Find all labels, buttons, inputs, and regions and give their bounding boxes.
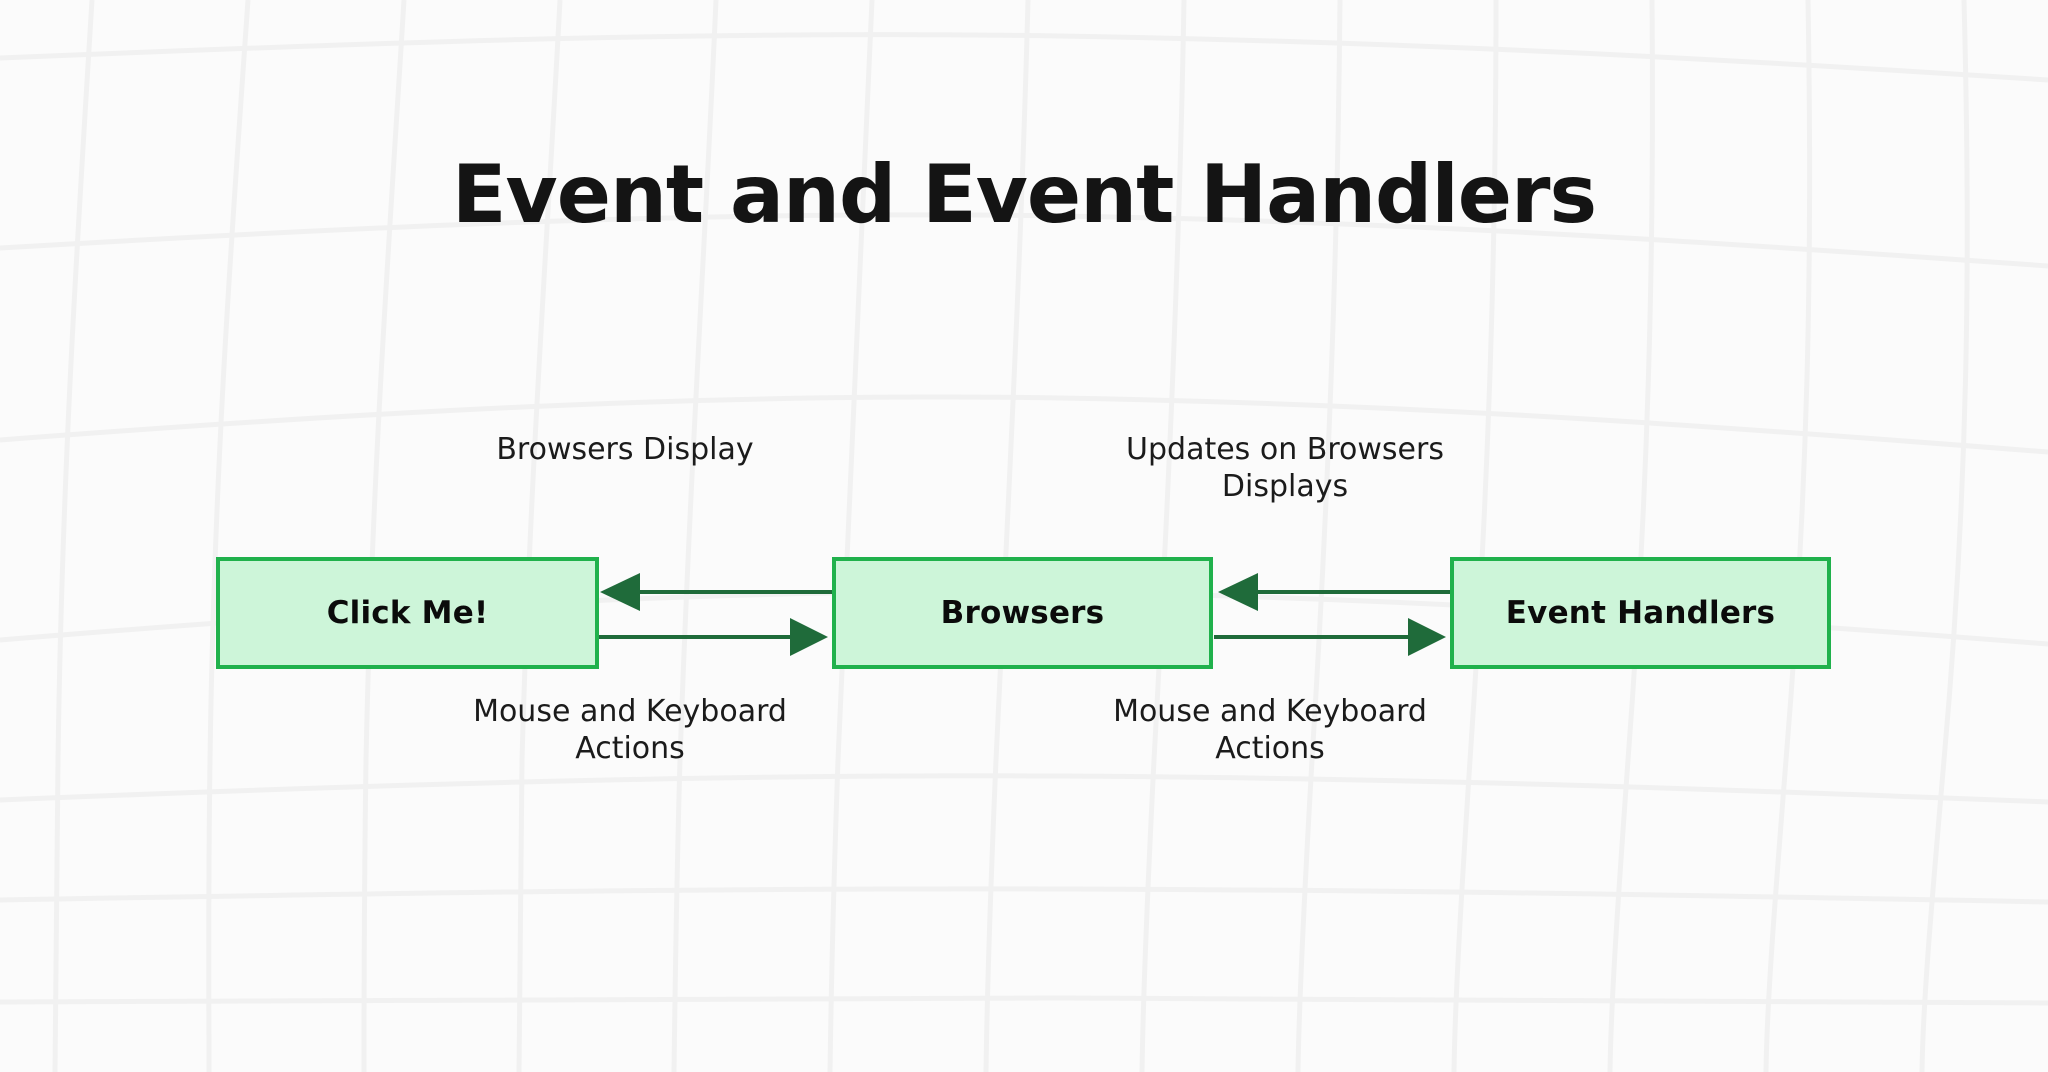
page-title: Event and Event Handlers	[451, 148, 1597, 241]
edge-label-mouse-and-keyboard-actions-right: Mouse and Keyboard Actions	[1113, 694, 1427, 766]
edge-label-updates-on-browsers-displays: Updates on Browsers Displays	[1126, 432, 1444, 504]
edge-label-browsers-display: Browsers Display	[496, 432, 754, 467]
node-event-handlers-label: Event Handlers	[1505, 595, 1776, 631]
node-click-me[interactable]: Click Me!	[216, 557, 599, 669]
node-click-me-label: Click Me!	[326, 595, 489, 631]
edge-label-mouse-and-keyboard-actions-left: Mouse and Keyboard Actions	[473, 694, 787, 766]
node-event-handlers[interactable]: Event Handlers	[1450, 557, 1831, 669]
node-browsers-label: Browsers	[940, 595, 1105, 631]
node-browsers[interactable]: Browsers	[832, 557, 1213, 669]
